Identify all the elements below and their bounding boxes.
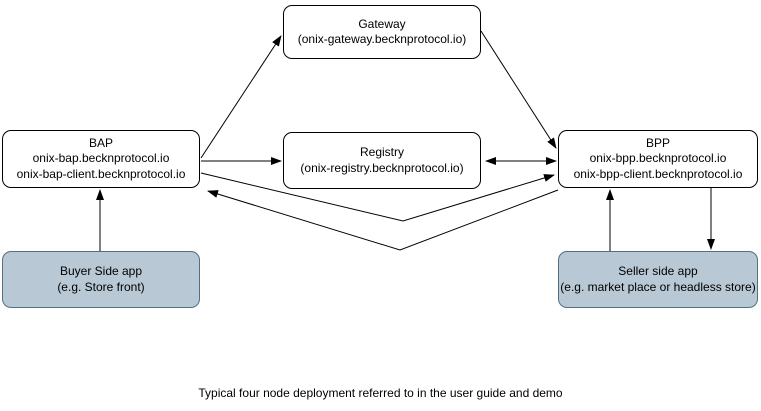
edge-gateway-to-bpp (480, 30, 557, 149)
bap-client-hostname: onix-bap-client.becknprotocol.io (16, 166, 186, 181)
diagram-caption: Typical four node deployment referred to… (198, 386, 563, 400)
node-bap: BAP onix-bap.becknprotocol.io onix-bap-c… (2, 130, 200, 188)
bap-hostname: onix-bap.becknprotocol.io (32, 151, 170, 166)
bpp-title: BPP (645, 135, 670, 150)
bpp-client-hostname: onix-bpp-client.becknprotocol.io (573, 166, 743, 181)
seller-app-title: Seller side app (618, 264, 698, 278)
node-registry: Registry (onix-registry.becknprotocol.io… (283, 132, 481, 189)
node-buyer-side-app: Buyer Side app (e.g. Store front) (2, 251, 200, 308)
gateway-hostname: (onix-gateway.becknprotocol.io) (297, 32, 467, 46)
buyer-app-title: Buyer Side app (59, 264, 143, 278)
node-bpp: BPP onix-bpp.becknprotocol.io onix-bpp-c… (558, 130, 758, 188)
gateway-title: Gateway (358, 16, 406, 31)
node-seller-side-app: Seller side app (e.g. market place or he… (558, 251, 758, 308)
buyer-app-example: (e.g. Store front) (57, 279, 145, 294)
seller-app-example: (e.g. market place or headless store) (560, 279, 756, 294)
bpp-hostname: onix-bpp.becknprotocol.io (589, 151, 727, 166)
registry-title: Registry (359, 145, 404, 159)
edge-bpp-to-bap (207, 189, 559, 251)
bap-title: BAP (88, 135, 113, 150)
registry-hostname: (onix-registry.becknprotocol.io) (300, 160, 464, 175)
edge-bap-to-gateway (200, 35, 282, 159)
node-gateway: Gateway (onix-gateway.becknprotocol.io) (283, 5, 481, 59)
